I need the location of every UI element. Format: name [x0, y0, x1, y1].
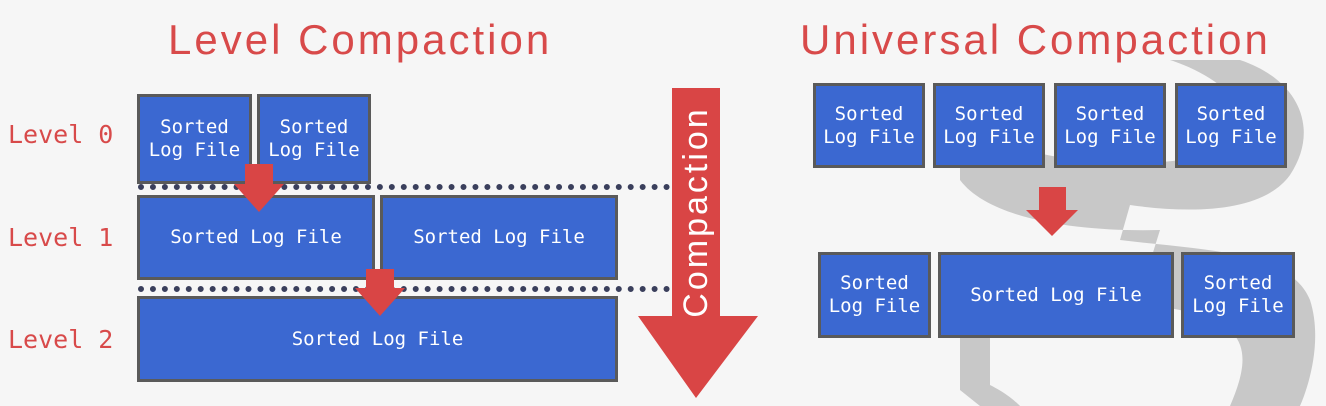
universal-top-file-2: Sorted Log File [933, 83, 1045, 168]
universal-bottom-file-2: Sorted Log File [938, 252, 1174, 338]
level-1-label: Level 1 [8, 223, 114, 252]
level-1-file-2: Sorted Log File [380, 195, 618, 280]
compaction-arrow-icon [638, 88, 758, 398]
down-arrow-icon [234, 164, 284, 212]
level-0-1-divider [138, 184, 670, 190]
universal-top-file-1: Sorted Log File [813, 83, 925, 168]
universal-compaction-title: Universal Compaction [800, 16, 1271, 63]
level-0-label: Level 0 [8, 120, 114, 149]
down-arrow-icon [1026, 187, 1078, 236]
level-compaction-title: Level Compaction [168, 16, 553, 63]
universal-top-file-4: Sorted Log File [1175, 83, 1287, 168]
level-0-file-2: Sorted Log File [257, 94, 371, 184]
level-2-label: Level 2 [8, 325, 114, 354]
level-1-file-1: Sorted Log File [137, 195, 375, 280]
universal-bottom-file-1: Sorted Log File [818, 252, 931, 338]
down-arrow-icon [355, 269, 405, 316]
universal-bottom-file-3: Sorted Log File [1181, 252, 1295, 338]
universal-top-file-3: Sorted Log File [1054, 83, 1166, 168]
level-0-file-1: Sorted Log File [137, 94, 252, 184]
